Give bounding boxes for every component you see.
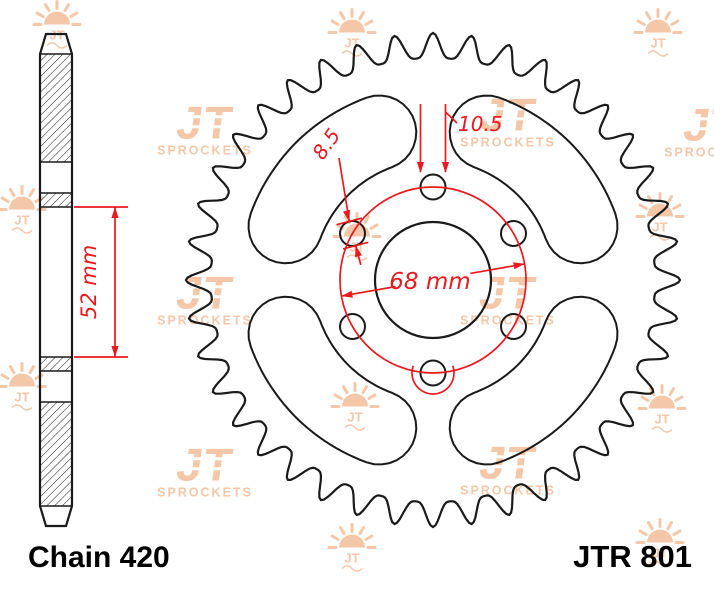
front-view bbox=[184, 31, 682, 529]
bottom-hole-reference-arc bbox=[411, 365, 455, 395]
bolt-circle-reference bbox=[339, 186, 527, 374]
dimension-arrow bbox=[441, 162, 450, 173]
large-hole-dimension-label: 10.5 bbox=[458, 112, 503, 136]
hatched-section bbox=[40, 193, 72, 207]
lightening-slot bbox=[448, 295, 619, 466]
lightening-slot bbox=[247, 94, 418, 265]
chain-type-label: Chain 420 bbox=[28, 541, 170, 574]
bolt-hole bbox=[500, 220, 527, 247]
bolt-hole bbox=[339, 313, 366, 340]
bolt-circle-dimension-label: 68 mm bbox=[389, 269, 470, 295]
bolt-hole bbox=[500, 313, 527, 340]
dimension-arrow bbox=[111, 346, 119, 357]
dimension-arrow bbox=[341, 290, 353, 298]
dimension-arrow bbox=[355, 245, 362, 258]
dimension-arrow bbox=[513, 262, 525, 270]
dimension-arrow bbox=[343, 209, 350, 222]
sprocket-teeth-outline bbox=[184, 31, 682, 529]
part-number-label: JTR 801 bbox=[573, 539, 692, 574]
side-view-cross-section bbox=[38, 32, 74, 528]
lightening-slot bbox=[247, 295, 418, 466]
center-bore bbox=[373, 220, 493, 340]
dimension-arrow bbox=[111, 207, 119, 218]
dimension-annotations: 68 mm 10.5 8.5 52 mm bbox=[74, 104, 527, 395]
side-diameter-dimension-label: 52 mm bbox=[77, 245, 101, 319]
lightening-slot bbox=[448, 94, 619, 265]
hatched-section bbox=[40, 54, 72, 162]
dimension-arrow bbox=[416, 162, 425, 173]
hatched-section bbox=[40, 357, 72, 371]
dimension-leader bbox=[444, 111, 458, 124]
hatched-section bbox=[40, 402, 72, 506]
section-boundary-lines bbox=[40, 53, 72, 507]
